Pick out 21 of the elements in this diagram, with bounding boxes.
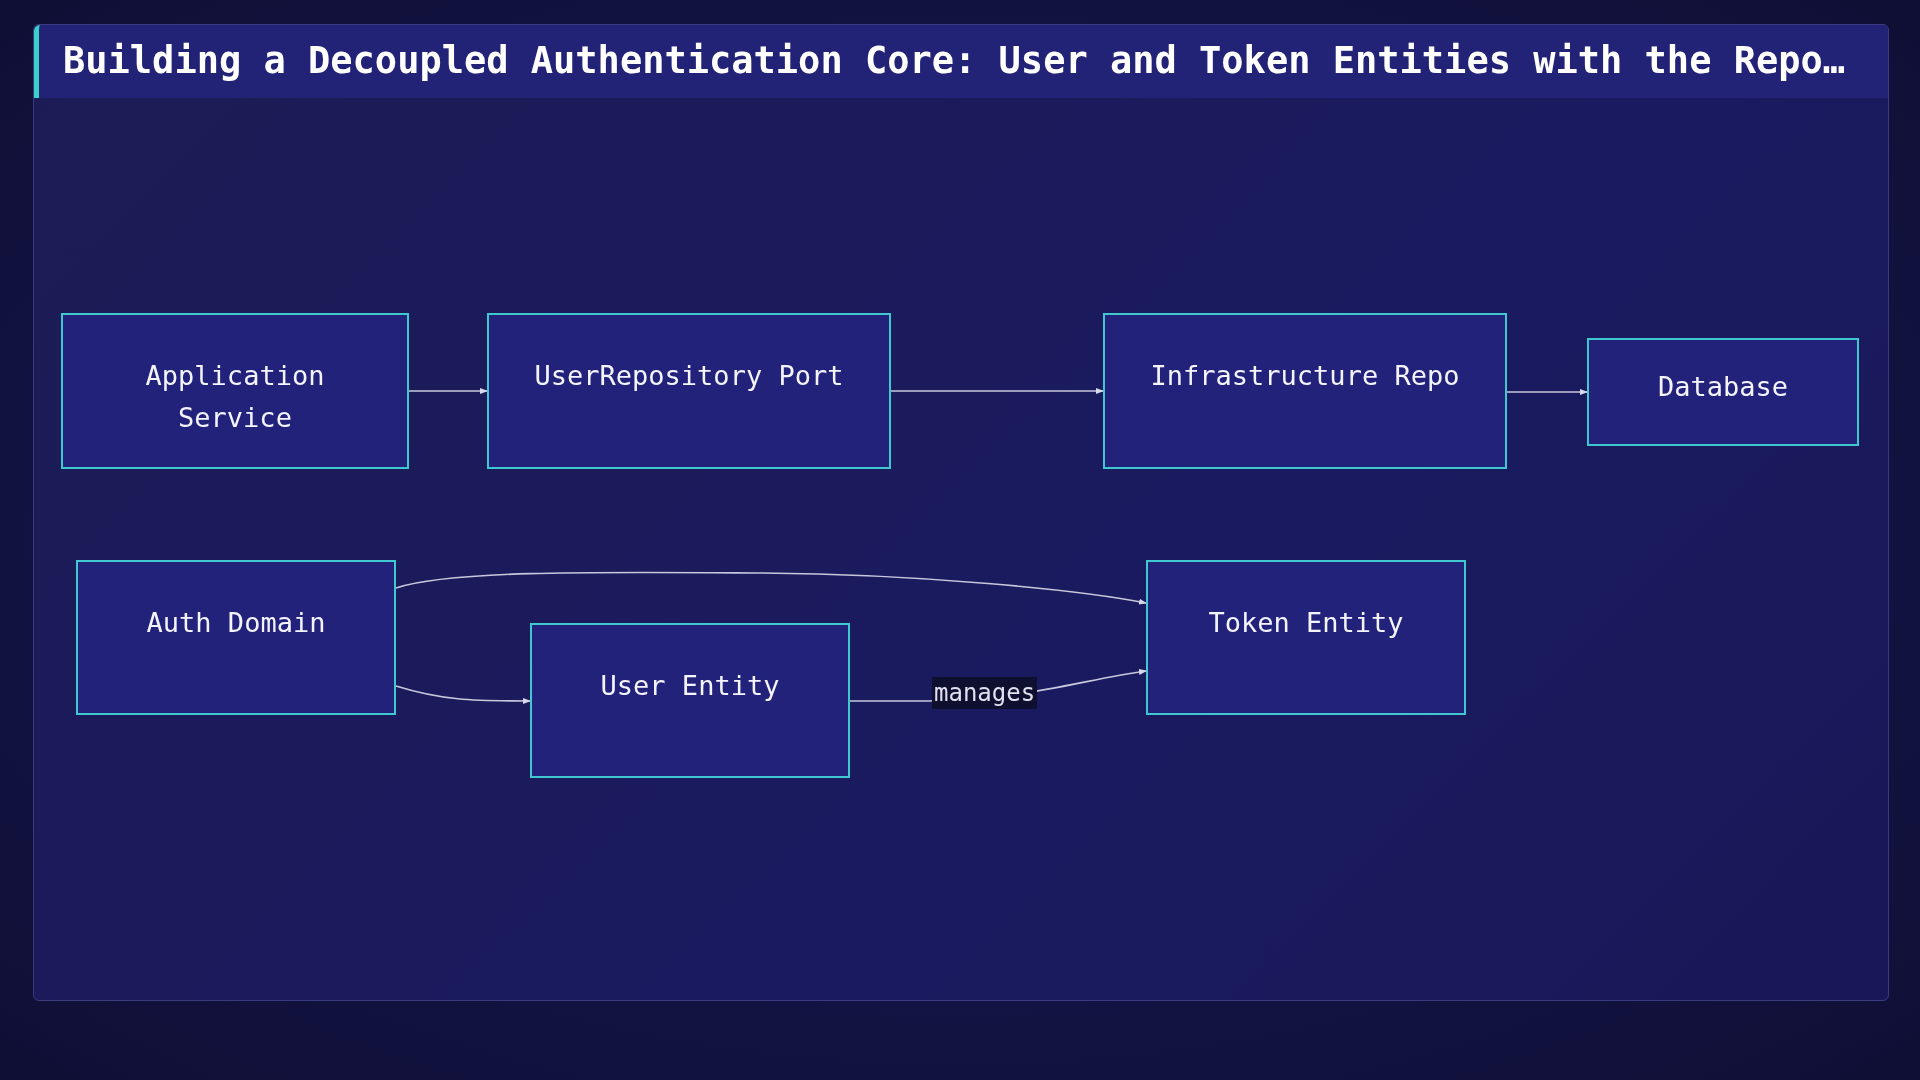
box-label: Application Service <box>144 359 326 435</box>
arrow <box>890 388 1104 394</box>
process-box <box>1146 560 1466 715</box>
process-box <box>487 313 891 469</box>
process-box <box>1587 338 1859 446</box>
arrow <box>408 388 488 394</box>
arrow <box>395 571 1147 605</box>
box-label: Infrastructure Repo <box>1149 359 1461 393</box>
box-label: Auth Domain <box>145 606 327 640</box>
arrow <box>395 685 531 704</box>
box-label: UserRepository Port <box>533 359 845 393</box>
edge-label: manages <box>932 677 1038 709</box>
process-box <box>1103 313 1507 469</box>
process-box <box>530 623 850 778</box>
box-label: Token Entity <box>1207 606 1405 640</box>
arrow <box>1506 389 1588 395</box>
box-label: Database <box>1656 370 1789 404</box>
process-box <box>61 313 409 469</box>
diagram-title: Building a Decoupled Authentication Core: User and Token Entities with the Repo… <box>63 39 1846 82</box>
process-box <box>76 560 396 715</box>
box-label: User Entity <box>599 669 781 703</box>
